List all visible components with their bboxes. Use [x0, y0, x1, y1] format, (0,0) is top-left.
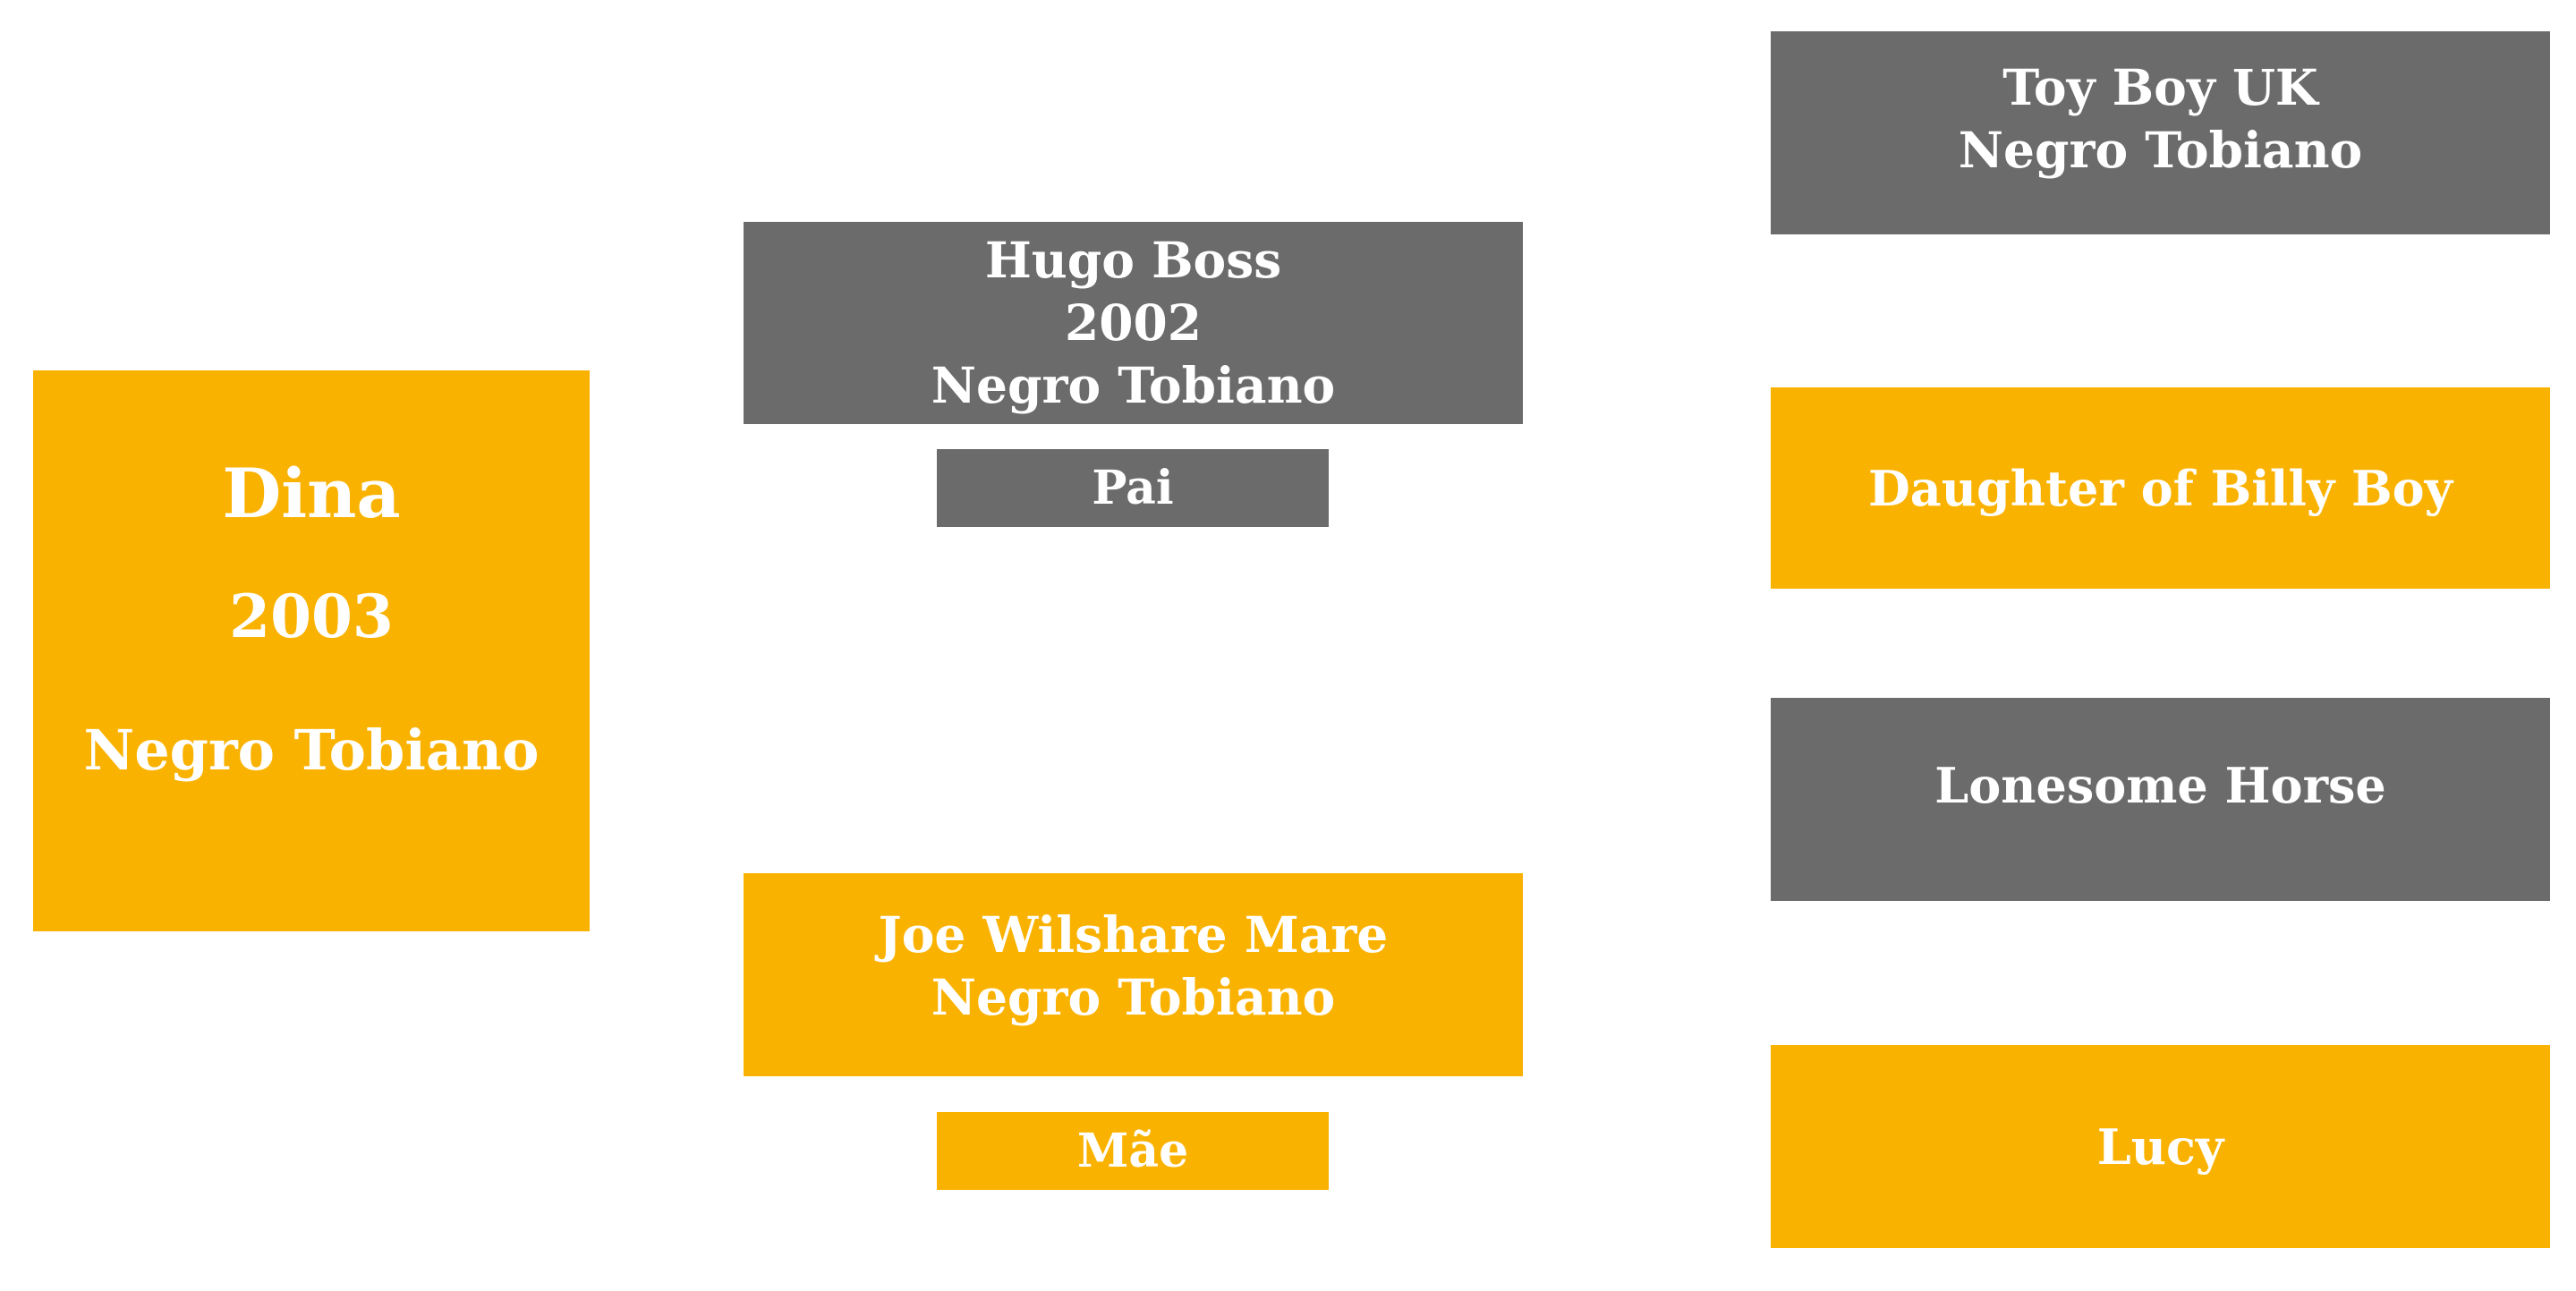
- paternal-granddam-box: Daughter of Billy Boy: [1771, 387, 2550, 589]
- subject-color: Negro Tobiano: [83, 718, 540, 783]
- dam-name: Joe Wilshare Mare: [878, 905, 1389, 964]
- paternal-granddam-name: Daughter of Billy Boy: [1867, 459, 2453, 517]
- dam-color: Negro Tobiano: [931, 968, 1336, 1026]
- sire-color: Negro Tobiano: [931, 356, 1336, 414]
- sire-box: Hugo Boss 2002 Negro Tobiano: [744, 222, 1523, 424]
- sire-role-label: Pai: [937, 449, 1329, 527]
- dam-role-label: Mãe: [937, 1112, 1329, 1190]
- paternal-grandsire-box: Toy Boy UK Negro Tobiano: [1771, 31, 2550, 234]
- dam-box: Joe Wilshare Mare Negro Tobiano: [744, 873, 1523, 1076]
- paternal-grandsire-name: Toy Boy UK: [2002, 58, 2318, 116]
- paternal-grandsire-color: Negro Tobiano: [1958, 121, 2363, 179]
- maternal-granddam-box: Lucy: [1771, 1045, 2550, 1248]
- maternal-grandsire-box: Lonesome Horse: [1771, 698, 2550, 901]
- subject-name: Dina: [222, 454, 401, 533]
- subject-horse-box: Dina 2003 Negro Tobiano: [33, 370, 590, 931]
- maternal-granddam-name: Lucy: [2096, 1117, 2224, 1176]
- sire-name: Hugo Boss: [984, 231, 1282, 289]
- sire-year: 2002: [1064, 293, 1203, 352]
- maternal-grandsire-name: Lonesome Horse: [1934, 757, 2386, 814]
- subject-year: 2003: [229, 582, 394, 651]
